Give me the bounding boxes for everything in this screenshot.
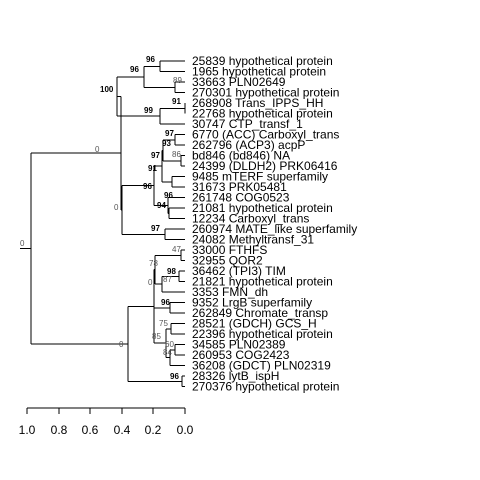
bootstrap-value: 93 — [162, 139, 171, 148]
bootstrap-labels: 9689969199100938697919794969697004798877… — [20, 55, 182, 381]
leaf-label: 1965 hypothetical protein — [192, 65, 326, 79]
leaf-label: 21081 hypothetical protein — [192, 201, 333, 215]
leaf-label: 32955 QOR2 — [192, 254, 263, 268]
bootstrap-value: 97 — [151, 224, 160, 233]
bootstrap-value: 96 — [146, 55, 155, 64]
leaf-label: 9485 mTERF superfamily — [192, 170, 328, 184]
leaf-label: 261748 COG0523 — [192, 191, 290, 205]
leaf-label: 25839 hypothetical protein — [192, 54, 333, 68]
leaf-label: 22396 hypothetical protein — [192, 327, 333, 341]
leaf-label: 36208 (GDCT) PLN02319 — [192, 359, 331, 373]
bootstrap-value: 97 — [165, 129, 174, 138]
bootstrap-value: 75 — [159, 319, 168, 328]
bootstrap-value: 60 — [165, 340, 174, 349]
axis-tick-label: 1.0 — [19, 423, 36, 437]
bootstrap-value: 78 — [149, 259, 158, 268]
leaf-label: 260953 COG2423 — [192, 348, 290, 362]
axis-tick-label: 0.6 — [82, 423, 99, 437]
bootstrap-value: 0 — [114, 203, 119, 212]
axis-tick-label: 0.8 — [51, 423, 68, 437]
leaf-label: 36462 (TPI3) TIM — [192, 264, 286, 278]
leaf-label: 3353 FMN_dh — [192, 285, 268, 299]
bootstrap-value: 96 — [130, 65, 139, 74]
leaf-label: 12234 Carboxyl_trans — [192, 212, 309, 226]
leaf-label: 31673 PRK05481 — [192, 180, 287, 194]
bootstrap-value: 0 — [20, 239, 25, 248]
leaf-label: 22768 hypothetical protein — [192, 107, 333, 121]
leaf-label: 262849 Chromate_transp — [192, 306, 328, 320]
bootstrap-value: 91 — [172, 97, 181, 106]
leaf-label: 28326 lytB_ispH — [192, 369, 279, 383]
axis-tick-label: 0.2 — [145, 423, 162, 437]
leaf-label: 270376 hypothetical protein — [192, 380, 339, 394]
leaf-label: 268908 Trans_IPPS_HH — [192, 96, 323, 110]
bootstrap-value: 94 — [157, 201, 166, 210]
bootstrap-value: 0 — [119, 340, 124, 349]
leaf-label: 6770 (ACC) Carboxyl_trans — [192, 128, 339, 142]
bootstrap-value: 89 — [173, 76, 182, 85]
bootstrap-value: 96 — [161, 298, 170, 307]
axis-tick-label: 0.4 — [114, 423, 131, 437]
bootstrap-value: 97 — [151, 151, 160, 160]
leaf-label: 28521 (GDCH) GCS_H — [192, 317, 317, 331]
bootstrap-value: 86 — [172, 150, 181, 159]
leaf-label: 33000 FTHFS — [192, 243, 267, 257]
bootstrap-value: 96 — [143, 182, 152, 191]
bootstrap-value: 99 — [144, 106, 153, 115]
tree-branches — [20, 60, 186, 387]
leaf-label: bd846 (bd846) NA — [192, 149, 290, 163]
bootstrap-value: 100 — [100, 85, 114, 94]
bootstrap-value: 0 — [95, 145, 100, 154]
bootstrap-value: 85 — [152, 332, 161, 341]
bootstrap-value: 96 — [164, 191, 173, 200]
leaf-label: 33663 PLN02649 — [192, 75, 286, 89]
leaf-label: 21821 hypothetical protein — [192, 275, 333, 289]
leaf-label: 9352 LrgB superfamily — [192, 296, 312, 310]
bootstrap-value: 87 — [163, 275, 172, 284]
bootstrap-value: 96 — [170, 372, 179, 381]
leaf-label: 24399 (DLDH2) PRK06416 — [192, 159, 338, 173]
bootstrap-value: 47 — [172, 245, 181, 254]
leaf-label: 34585 PLN02389 — [192, 338, 286, 352]
bootstrap-value: 84 — [163, 348, 172, 357]
leaf-label: 24082 Methyltransf_31 — [192, 233, 314, 247]
scale-axis: 1.0 0.8 0.6 0.4 0.2 0.0 — [19, 407, 194, 437]
bootstrap-value: 91 — [148, 164, 157, 173]
bootstrap-value: 98 — [167, 267, 176, 276]
bootstrap-value: 0 — [148, 278, 153, 287]
leaf-label: 270301 hypothetical protein — [192, 86, 339, 100]
axis-tick-label: 0.0 — [177, 423, 194, 437]
leaf-label: 260974 MATE_like superfamily — [192, 222, 357, 236]
leaf-label: 262796 (ACP3) acpP — [192, 138, 305, 152]
leaf-label: 30747 CTP_transf_1 — [192, 117, 303, 131]
